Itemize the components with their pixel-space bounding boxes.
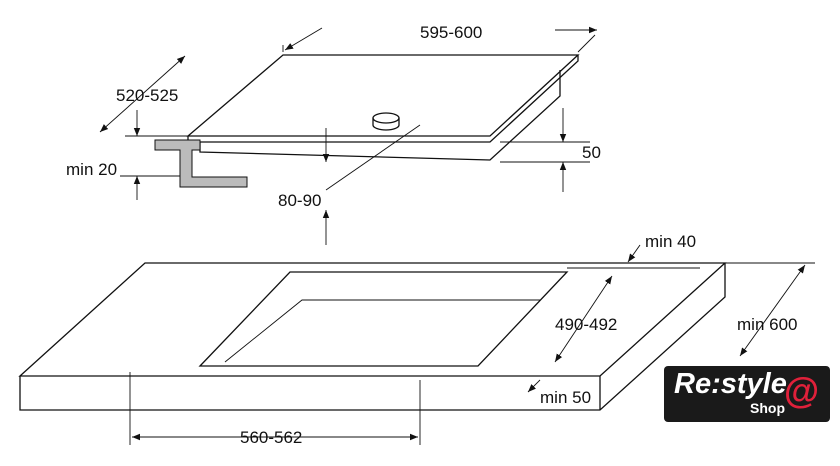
dim-hob-depth: 520-525 <box>116 86 178 105</box>
hob <box>186 54 580 161</box>
dim-min-clearance: min 20 <box>66 160 117 179</box>
dim-hob-width: 595-600 <box>420 23 482 42</box>
dim-cable-clearance: 80-90 <box>278 191 321 210</box>
restyle-shop-logo: Re:style @ Shop <box>664 366 830 422</box>
logo-brand: Re:style <box>674 368 787 400</box>
dim-cutout-depth: 490-492 <box>555 315 617 334</box>
dim-worktop-depth: min 600 <box>737 315 797 334</box>
worktop <box>18 262 727 411</box>
worktop-dimensions <box>129 244 815 445</box>
hob-dimensions <box>99 26 597 245</box>
logo-sub: Shop <box>750 400 785 416</box>
dim-min-back: min 40 <box>645 232 696 251</box>
dim-cutout-width: 560-562 <box>240 428 302 447</box>
dim-hob-height: 50 <box>582 143 601 162</box>
logo-at-symbol: @ <box>784 370 820 411</box>
dim-min-front: min 50 <box>540 388 591 407</box>
mounting-bracket <box>154 139 248 188</box>
knob <box>372 112 400 124</box>
cutout <box>198 271 569 367</box>
